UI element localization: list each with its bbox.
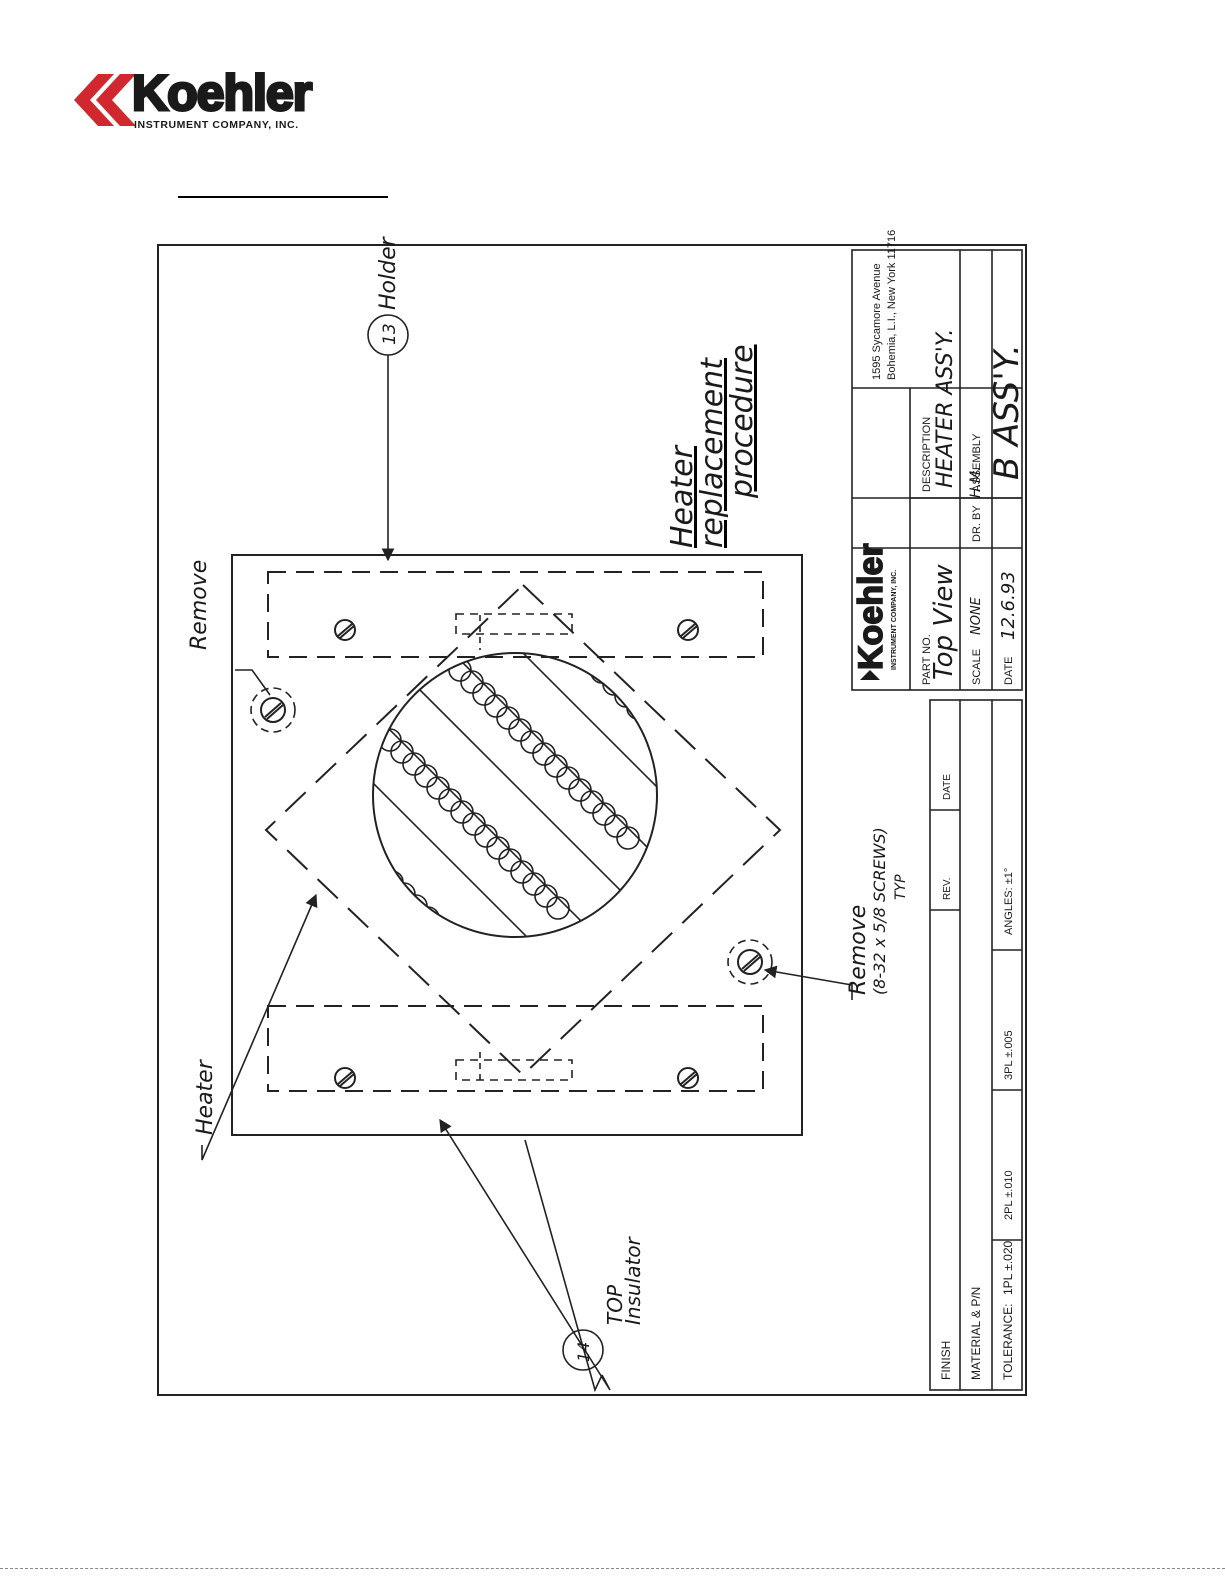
screw-icon bbox=[677, 619, 699, 641]
tb-tolerance-angles: ANGLES: ±1° bbox=[1003, 868, 1015, 935]
screw-icon bbox=[250, 687, 296, 733]
holder-strip-right bbox=[267, 571, 764, 658]
callout-holder-number: 13 bbox=[380, 323, 400, 345]
tb-dr-by-label: DR. BY bbox=[971, 505, 983, 542]
callout-screw-spec: (8-32 x 5/8 SCREWS) bbox=[870, 827, 889, 995]
tb-tolerance-label: TOLERANCE: bbox=[1001, 1304, 1015, 1380]
tb-date-label: DATE bbox=[1003, 656, 1015, 685]
callout-insulator-number: 14 bbox=[574, 1342, 593, 1362]
tb-description-value: HEATER ASS'Y. bbox=[933, 329, 958, 488]
tb-dr-by-value: H.M. bbox=[968, 466, 984, 498]
title-line-1: Heater bbox=[665, 444, 700, 548]
screw-icon bbox=[677, 1067, 699, 1089]
tb-material-label: MATERIAL & P/N bbox=[969, 1287, 983, 1380]
logo-chevron-icon bbox=[74, 74, 136, 126]
tb-date2-label: DATE bbox=[942, 774, 953, 800]
tb-logo-subtext: INSTRUMENT COMPANY, INC. bbox=[891, 570, 898, 670]
tb-part-no-label: PART NO. bbox=[921, 634, 933, 685]
tb-scale-value: NONE bbox=[969, 596, 984, 635]
notch-right bbox=[455, 613, 573, 635]
title-line-3: procedure bbox=[725, 344, 760, 499]
tb-assembly-label: ASSEMBLY bbox=[971, 433, 983, 492]
screw-icon bbox=[334, 619, 356, 641]
page-footer-line bbox=[0, 1568, 1225, 1569]
heater-element-circle bbox=[372, 652, 658, 938]
heater-diamond-outline bbox=[264, 583, 782, 1077]
tb-tolerance-2pl: 2PL ±.010 bbox=[1003, 1170, 1015, 1220]
logo-wordmark: Koehler bbox=[132, 66, 312, 121]
logo-subtext: INSTRUMENT COMPANY, INC. bbox=[134, 119, 299, 131]
heater-plate bbox=[231, 554, 803, 1136]
callout-insulator-top: TOP bbox=[603, 1284, 627, 1325]
callout-heater-label: Heater bbox=[193, 1058, 218, 1135]
screw-icon bbox=[727, 939, 773, 985]
engineering-drawing: 13 Holder Remove Heater Remove (8-32 x 5… bbox=[140, 230, 1045, 1420]
title-line-2: replacement bbox=[695, 357, 730, 548]
tb-description-label: DESCRIPTION bbox=[921, 417, 933, 492]
notch-left bbox=[455, 1059, 573, 1081]
tb-assembly-value: B ASS'Y. bbox=[987, 344, 1027, 480]
heater-coils bbox=[373, 653, 657, 937]
callout-bubble-14 bbox=[562, 1329, 604, 1371]
drawing-title: Heater replacement procedure bbox=[665, 344, 760, 548]
tb-finish-label: FINISH bbox=[939, 1341, 953, 1380]
holder-strip-left bbox=[267, 1005, 764, 1092]
sheet-border bbox=[157, 244, 1027, 1396]
tb-part-no-value: Top View bbox=[929, 564, 959, 680]
tb-tolerance-1pl: 1PL ±.020 bbox=[1001, 1240, 1015, 1295]
screw-icon bbox=[334, 1067, 356, 1089]
callout-typ: TYP bbox=[893, 874, 909, 900]
tb-scale-label: SCALE bbox=[971, 649, 983, 685]
tb-address-line-2: Bohemia, L.I., New York 11716 bbox=[886, 230, 898, 380]
tb-tolerance-3pl: 3PL ±.005 bbox=[1003, 1030, 1015, 1080]
header-rule bbox=[178, 196, 388, 198]
tb-rev-label: REV. bbox=[942, 878, 953, 900]
callout-remove-bottom: Remove bbox=[846, 905, 871, 995]
title-block bbox=[851, 249, 1023, 1391]
callout-holder-label: Holder bbox=[376, 235, 401, 310]
tb-address-line-1: 1595 Sycamore Avenue bbox=[871, 263, 883, 380]
tb-logo-text: Koehler bbox=[852, 543, 890, 670]
callout-remove-top: Remove bbox=[187, 560, 212, 650]
tb-date-value: 12.6.93 bbox=[998, 571, 1019, 640]
company-logo: Koehler INSTRUMENT COMPANY, INC. bbox=[68, 66, 340, 132]
callout-insulator-label: Insulator bbox=[621, 1235, 645, 1325]
tb-chevron-icon bbox=[860, 670, 880, 680]
